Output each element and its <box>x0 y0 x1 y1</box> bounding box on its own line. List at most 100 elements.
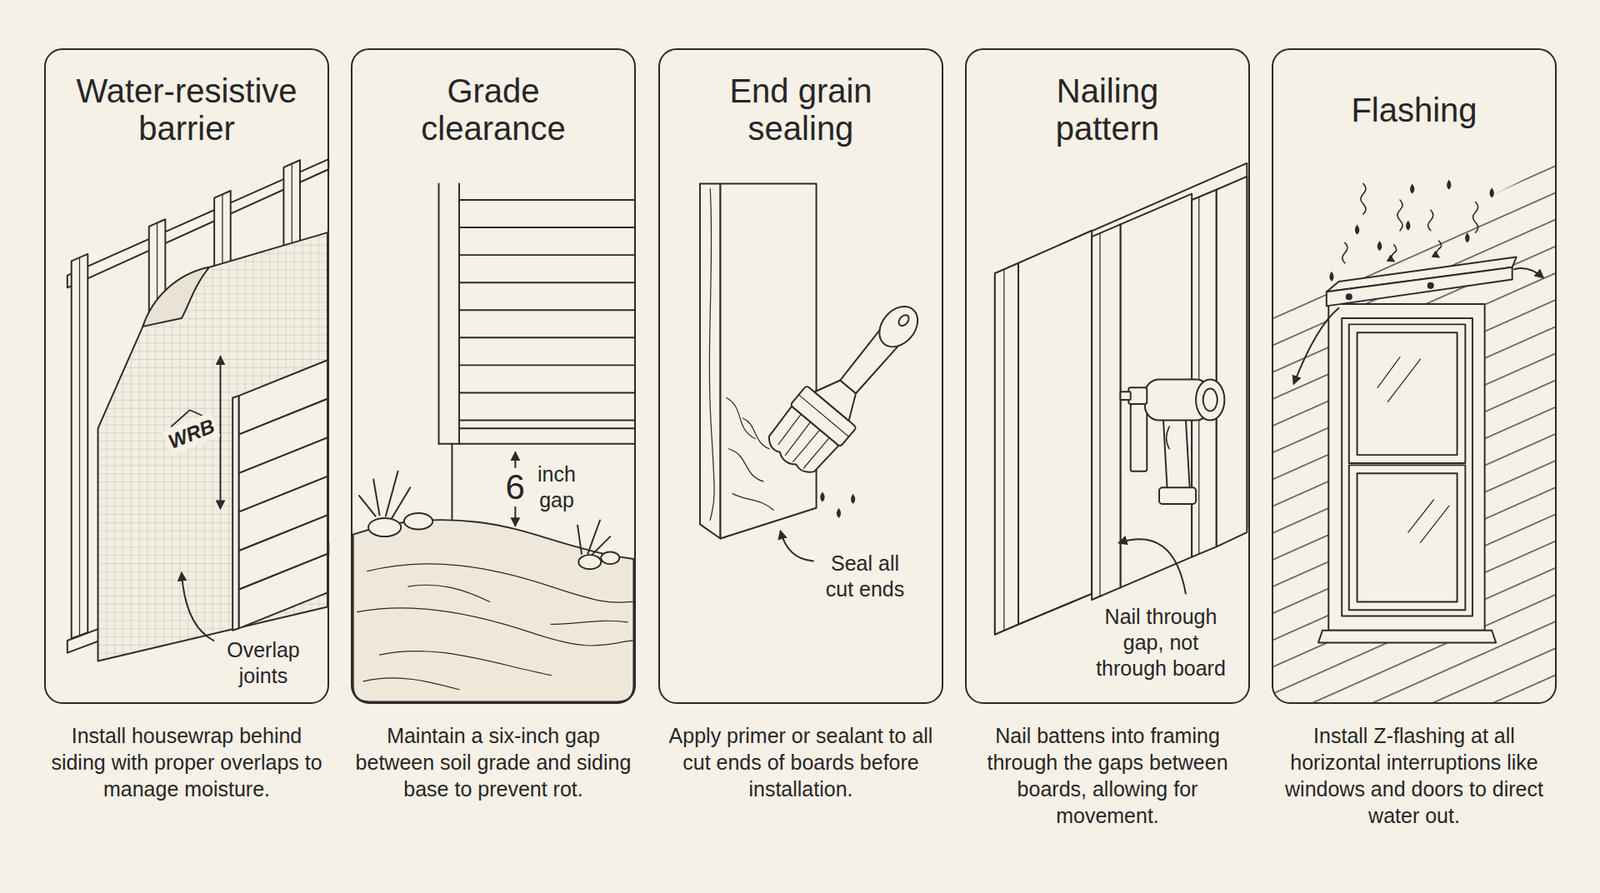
siding-wall <box>459 309 634 311</box>
siding-and-rain <box>1405 220 1411 230</box>
panel-caption: Nail battens into framing through the ga… <box>967 722 1248 830</box>
board-and-batten-wall <box>1099 233 1100 597</box>
siding-wall <box>458 183 460 444</box>
siding-wall <box>459 199 634 201</box>
siding-wall <box>459 336 634 339</box>
panel-caption: Apply primer or sealant to all cut ends … <box>660 722 941 803</box>
window <box>1318 304 1496 644</box>
soil-grade <box>357 608 634 646</box>
panel-frame <box>350 48 636 705</box>
board <box>732 494 774 511</box>
housewrap-sheet <box>98 232 329 661</box>
nail-gun <box>1166 426 1170 450</box>
z-flashing <box>1326 267 1513 307</box>
siding-wall <box>459 281 634 284</box>
siding-wall <box>459 254 634 256</box>
callout-label: inch gap <box>527 461 586 514</box>
siding-wall <box>439 183 635 529</box>
nail-gun <box>1120 391 1130 400</box>
siding-wall <box>459 364 634 366</box>
panel-frame <box>44 48 330 705</box>
panel-title: Nailing pattern <box>1007 72 1208 148</box>
soil-grade <box>380 651 552 676</box>
material-tag: WRB <box>161 411 220 455</box>
board-and-batten-wall <box>1091 224 1120 600</box>
siding-wall <box>459 427 634 430</box>
illustration <box>67 159 1557 705</box>
z-flashing <box>1346 294 1352 300</box>
window <box>1377 357 1450 544</box>
housewrap-sheet <box>220 357 222 509</box>
siding-wall <box>439 443 635 445</box>
siding-wall <box>450 444 453 530</box>
drips <box>836 508 842 519</box>
window <box>1349 465 1466 610</box>
siding-wall <box>438 183 440 444</box>
z-flashing <box>1514 268 1543 278</box>
soil-grade <box>550 620 628 625</box>
panel-caption: Install housewrap behind siding with pro… <box>46 722 327 803</box>
soil-grade <box>368 518 401 537</box>
wall-framing <box>71 254 89 640</box>
lap-siding-boards <box>239 554 329 629</box>
soil-grade <box>600 551 620 565</box>
nail-gun <box>1130 404 1148 472</box>
callout-label: Nail through gap, not through board <box>1085 604 1236 682</box>
z-flashing <box>1294 257 1544 385</box>
siding-wall <box>459 391 634 394</box>
soil-grade <box>359 471 410 519</box>
window <box>1341 318 1473 617</box>
nail-gun <box>1195 380 1225 421</box>
board <box>700 183 720 539</box>
siding-and-rain <box>1360 183 1366 215</box>
z-flashing <box>1428 283 1434 289</box>
leader-arrow <box>780 531 814 562</box>
panel-frame <box>1271 48 1557 705</box>
panel-title: End grain sealing <box>700 72 901 148</box>
siding-and-rain <box>1446 180 1452 190</box>
lap-siding-boards <box>232 395 239 631</box>
board-and-batten-wall <box>1003 269 1005 630</box>
housewrap-sheet <box>142 267 210 327</box>
drips <box>820 491 855 519</box>
siding-and-rain <box>1272 163 1555 704</box>
panel-title: Flashing <box>1289 91 1540 130</box>
siding-wall <box>459 226 634 229</box>
soil-grade <box>577 520 610 555</box>
panel-caption: Maintain a six-inch gap between soil gra… <box>353 722 634 803</box>
siding-and-rain <box>1428 210 1434 230</box>
siding-and-rain <box>1355 224 1360 235</box>
paint-brush <box>760 288 939 483</box>
window <box>1349 324 1466 464</box>
board-and-batten-wall <box>1216 176 1248 547</box>
panel: End grain sealingApply primer or sealant… <box>658 48 944 815</box>
board <box>709 189 715 521</box>
panel: Grade clearanceMaintain a six-inch gap b… <box>350 48 636 815</box>
window <box>1318 630 1496 644</box>
siding-and-rain <box>1435 240 1441 258</box>
dimension-arrow <box>514 507 516 526</box>
soil-grade <box>353 471 635 703</box>
paint-brush <box>896 313 911 329</box>
nail-gun <box>1203 389 1218 412</box>
board <box>742 418 770 450</box>
nail-gun <box>1120 380 1225 505</box>
siding-and-rain <box>1465 232 1470 243</box>
siding-and-rain <box>1272 163 1555 704</box>
board-and-batten-wall <box>995 163 1247 635</box>
leader-arrow <box>181 573 219 643</box>
board-and-batten-wall <box>1018 230 1092 625</box>
board-and-batten-wall <box>995 263 1019 635</box>
panel: Nailing patternNail battens into framing… <box>965 48 1250 815</box>
panel: FlashingInstall Z-flashing at all horizo… <box>1271 48 1557 815</box>
lap-siding-boards <box>232 360 328 630</box>
panel-caption: Install Z-flashing at all horizontal int… <box>1274 722 1555 830</box>
soil-grade <box>408 585 490 602</box>
z-flashing <box>1294 308 1340 385</box>
siding-and-rain <box>1410 183 1415 194</box>
soil-grade <box>404 513 433 530</box>
panel-title: Grade clearance <box>393 72 594 148</box>
wall-framing <box>79 258 80 636</box>
